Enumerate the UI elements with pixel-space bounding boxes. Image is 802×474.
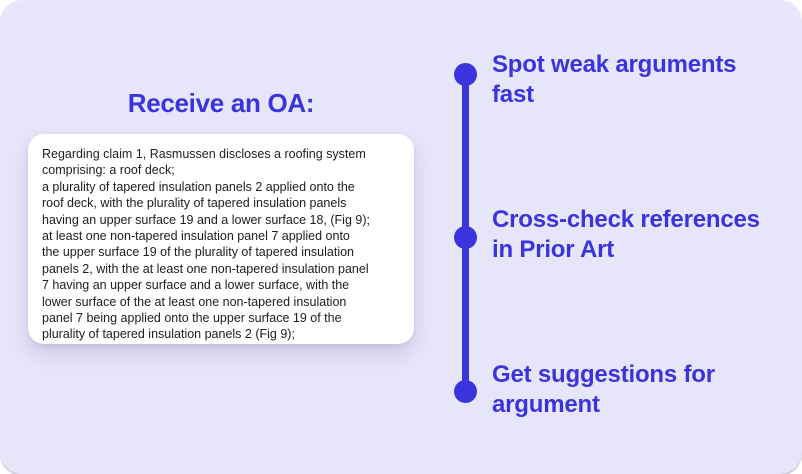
section-heading: Receive an OA: <box>127 88 315 118</box>
timeline-dot-3 <box>454 380 477 403</box>
timeline-dot-1 <box>454 63 477 86</box>
benefits-timeline: Spot weak arguments fast Cross-check ref… <box>440 0 802 474</box>
timeline-item-cross-check-references: Cross-check references in Prior Art <box>492 206 760 263</box>
oa-claim-text: Regarding claim 1, Rasmussen discloses a… <box>42 147 370 342</box>
timeline-item-get-suggestions: Get suggestions for argument <box>492 361 715 418</box>
oa-text-card: Regarding claim 1, Rasmussen discloses a… <box>28 134 414 344</box>
timeline-dot-2 <box>454 226 477 249</box>
timeline-item-spot-weak-arguments: Spot weak arguments fast <box>492 51 737 108</box>
